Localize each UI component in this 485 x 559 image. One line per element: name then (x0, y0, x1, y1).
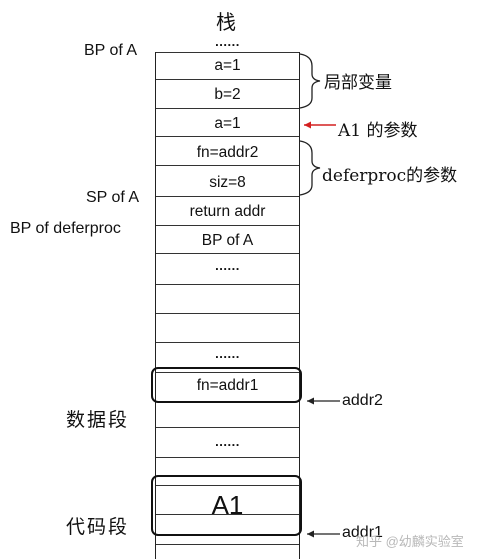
label-bp-of-a: BP of A (84, 42, 138, 59)
watermark-text: 知乎 @幼麟实验室 (356, 534, 464, 549)
annotation-deferproc-args: deferproc的参数 (322, 166, 458, 186)
cell-code-a1: A1 (211, 490, 244, 520)
row-divider (156, 514, 299, 515)
arrow-addr1-head (307, 530, 314, 538)
row-divider (156, 165, 299, 166)
cell-ellipsis-low: ...... (215, 346, 240, 361)
annotation-addr2: addr2 (342, 392, 383, 409)
row-divider (156, 313, 299, 314)
stack-title: 栈 (216, 10, 237, 34)
cell-local-a: a=1 (214, 57, 241, 74)
row-divider (156, 372, 299, 373)
row-divider (156, 544, 299, 545)
label-bp-of-deferproc: BP of deferproc (10, 220, 121, 237)
cell-local-b: b=2 (214, 86, 241, 103)
row-divider (156, 253, 299, 254)
cell-fn-addr1: fn=addr1 (196, 377, 259, 394)
annotation-addr1: addr1 (342, 524, 383, 541)
brace-locals (299, 53, 321, 109)
row-divider (156, 457, 299, 458)
highlight-box-code-a1 (151, 475, 302, 536)
row-divider (156, 485, 299, 486)
cell-arg-a: a=1 (214, 115, 241, 132)
cell-siz: siz=8 (209, 174, 246, 191)
label-data-segment: 数据段 (66, 409, 130, 431)
cell-return-addr: return addr (189, 203, 266, 220)
row-divider (156, 427, 299, 428)
row-divider (156, 196, 299, 197)
row-divider (156, 79, 299, 80)
annotation-a1-args: A1 的参数 (338, 121, 418, 141)
row-divider (156, 52, 299, 53)
stack-column: ...... a=1 b=2 a=1 fn=addr2 siz=8 return… (155, 35, 300, 559)
highlight-box-fn-addr1 (151, 367, 302, 403)
arrow-a1-args-head (304, 121, 311, 129)
cell-fn-addr2: fn=addr2 (196, 144, 259, 161)
row-divider (156, 342, 299, 343)
row-divider (156, 108, 299, 109)
cell-bp-of-a: BP of A (201, 232, 254, 249)
annotation-local-variables: 局部变量 (324, 73, 392, 93)
row-divider (156, 136, 299, 137)
label-sp-of-a: SP of A (86, 189, 140, 206)
cell-ellipsis-mid: ...... (215, 258, 240, 273)
label-code-segment: 代码段 (66, 516, 130, 538)
row-divider (156, 225, 299, 226)
brace-deferproc-args (299, 140, 321, 196)
row-divider (156, 284, 299, 285)
cell-top-ellipsis: ...... (215, 34, 240, 49)
arrow-addr2-head (307, 397, 314, 405)
cell-ellipsis-data: ...... (215, 434, 240, 449)
